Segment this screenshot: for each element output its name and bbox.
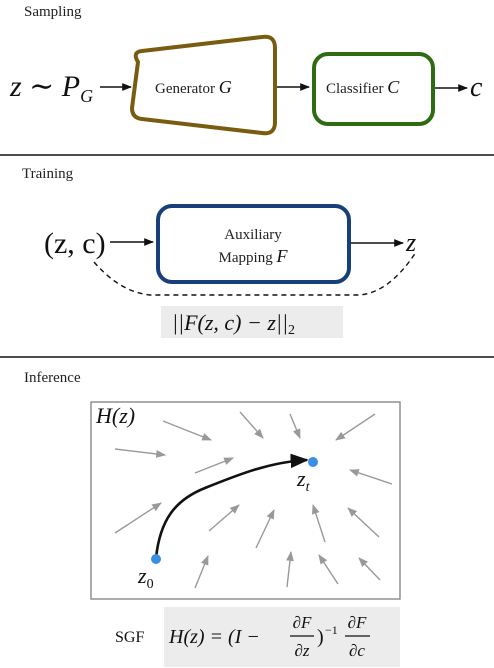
sampling-input: z ∼ PG [9,70,93,106]
start-point [151,554,161,564]
training-input: (z, c) [44,227,106,260]
sgf-formula-box [164,607,400,667]
field-arrow [311,504,326,543]
field-arrow [349,469,393,485]
classifier-label: Classifier C [326,77,400,97]
field-arrow [286,551,294,588]
frac1-den: ∂z [294,641,309,660]
classifier-var: C [387,77,400,97]
generator-var: G [219,77,232,97]
vector-field [114,411,393,589]
training-output: z [405,228,416,257]
field-arrow [194,457,234,474]
start-label: z0 [137,563,154,592]
sampling-input-sub: G [80,86,93,106]
field-arrow [208,504,240,532]
field-arrow [347,507,380,538]
field-panel [90,401,401,600]
generator-label-text: Generator [155,81,219,97]
field-arrow [318,554,339,585]
frac2-den: ∂c [349,641,365,660]
field-arrow [114,448,166,458]
loss-dashed-connector [93,251,417,296]
frac1-num: ∂F [293,613,312,632]
end-point [308,457,318,467]
field-arrow [194,555,209,589]
section-title-sampling: Sampling [24,4,82,20]
field-arrow [335,413,376,441]
classifier-box [312,52,435,126]
section-title-training: Training [22,166,74,182]
section-title-inference: Inference [24,370,81,386]
loss-formula: ||F(z, c) − z||2 [172,310,295,338]
mapping-var: F [275,246,288,266]
field-label: H(z) [95,403,135,428]
loss-text: ||F(z, c) − z|| [172,310,288,335]
mapping-line2: Mapping F [219,246,289,266]
start-label-text: z [137,563,147,588]
end-label-sub: t [306,480,311,495]
trajectory-curve [154,453,309,559]
field-arrow [239,411,264,439]
field-arrow [358,557,381,581]
classifier-label-text: Classifier [326,81,387,97]
formula-exp: −1 [325,623,338,637]
generator-label: Generator G [155,77,232,97]
mapping-line2-text: Mapping [219,250,277,266]
svg-text:z ∼ PG: z ∼ PG [9,70,93,106]
formula-lhs: H(z) = (I − [168,626,260,648]
field-arrow [162,420,212,441]
loss-box [161,306,343,338]
end-label: zt [296,466,311,495]
sgf-label: SGF [115,629,144,646]
loss-sub: 2 [288,323,295,338]
sampling-output: c [470,72,483,103]
formula-rparen: ) [317,626,324,648]
frac2-num: ∂F [348,613,367,632]
sgf-formula: H(z) = (I − ∂F ∂z ) −1 ∂F ∂c [168,613,370,660]
mapping-line1: Auxiliary [224,227,282,243]
sampling-input-text: z ∼ P [9,70,80,103]
start-label-sub: 0 [147,577,154,592]
generator-box [130,34,277,136]
field-arrow [114,502,162,534]
auxiliary-mapping-box [156,204,351,284]
end-label-text: z [296,466,306,491]
field-arrow [255,509,275,549]
field-arrow [289,413,301,439]
